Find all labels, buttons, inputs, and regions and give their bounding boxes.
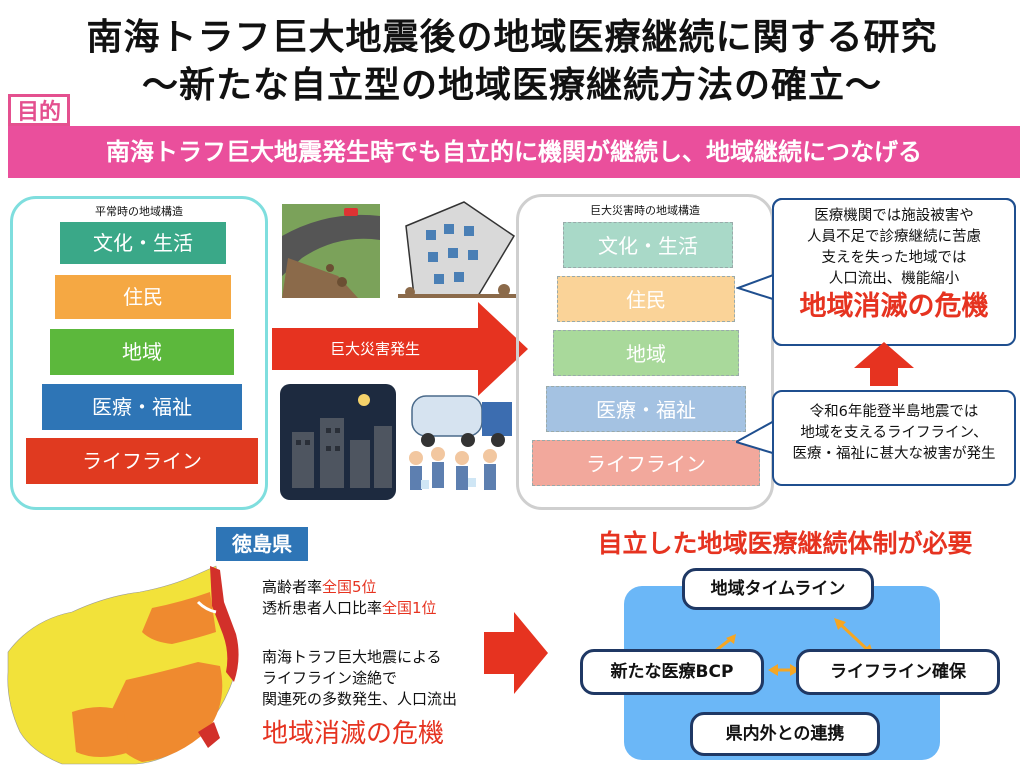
disaster-layer-medical: 医療・福祉 xyxy=(546,386,746,432)
node-cooperation: 県内外との連携 xyxy=(690,712,880,756)
elderly-rate-line: 高齢者率全国5位 xyxy=(262,577,492,598)
disaster-arrow-label: 巨大災害発生 xyxy=(329,340,420,358)
landslide-road-illustration xyxy=(282,204,380,298)
callout-top-line-1: 医療機関では施設被害や xyxy=(814,208,974,224)
disaster-layer-region: 地域 xyxy=(553,330,739,376)
purpose-banner: 南海トラフ巨大地震発生時でも自立的に機関が継続し、地域継続につなげる xyxy=(8,126,1020,178)
prefecture-stats: 高齢者率全国5位 透析患者人口比率全国1位 xyxy=(262,577,492,619)
elderly-rate-rank: 全国5位 xyxy=(322,578,377,596)
normal-layer-residents: 住民 xyxy=(55,275,231,319)
main-title: 南海トラフ巨大地震後の地域医療継続に関する研究 xyxy=(86,17,938,58)
callout-noto-earthquake: 令和6年能登半島地震では 地域を支えるライフライン、 医療・福祉に甚大な被害が発… xyxy=(772,390,1016,486)
node-medical-bcp: 新たな医療BCP xyxy=(580,649,764,695)
disaster-structure-panel xyxy=(516,194,774,510)
dialysis-rate-prefix: 透析患者人口比率 xyxy=(262,599,383,617)
normal-structure-label: 平常時の地域構造 xyxy=(95,205,183,218)
normal-layer-medical: 医療・福祉 xyxy=(42,384,242,430)
impact-line-3: 関連死の多数発生、人口流出 xyxy=(262,690,458,708)
result-arrow xyxy=(484,612,548,694)
callout-top-line-3: 支えを失った地域では xyxy=(821,250,967,266)
impact-line-2: ライフライン途絶で xyxy=(262,669,398,687)
callout-top-emphasis: 地域消滅の危機 xyxy=(799,291,989,322)
normal-layer-region: 地域 xyxy=(50,329,234,375)
impact-line-1: 南海トラフ巨大地震による xyxy=(262,648,442,666)
callout-top-line-4: 人口流出、機能縮小 xyxy=(828,271,960,287)
normal-layer-culture: 文化・生活 xyxy=(60,222,226,264)
up-arrow xyxy=(854,342,914,386)
prefecture-label: 徳島県 xyxy=(216,527,308,561)
disaster-structure-label: 巨大災害時の地域構造 xyxy=(590,204,700,217)
callout-bottom-line-1: 令和6年能登半島地震では xyxy=(809,404,979,420)
disaster-layer-residents: 住民 xyxy=(557,276,735,322)
callout-top-line-2: 人員不足で診療継続に苦慮 xyxy=(807,229,981,245)
callout-bottom-line-3: 医療・福祉に甚大な被害が発生 xyxy=(792,446,996,462)
dialysis-rate-line: 透析患者人口比率全国1位 xyxy=(262,598,492,619)
impact-emphasis: 地域消滅の危機 xyxy=(262,719,445,749)
nankai-impact: 南海トラフ巨大地震による ライフライン途絶で 関連死の多数発生、人口流出 xyxy=(262,647,502,710)
blackout-town-illustration xyxy=(280,384,396,500)
dialysis-rate-rank: 全国1位 xyxy=(382,599,437,617)
water-supply-illustration xyxy=(409,395,512,490)
collapsed-building-illustration xyxy=(398,201,518,298)
need-heading: 自立した地域医療継続体制が必要 xyxy=(597,529,973,558)
subtitle: 〜新たな自立型の地域医療継続方法の確立〜 xyxy=(141,65,882,106)
normal-layer-lifeline: ライフライン xyxy=(26,438,258,484)
disaster-illustrations xyxy=(280,201,518,500)
normal-structure-panel xyxy=(10,196,268,510)
callout-bottom-line-2: 地域を支えるライフライン、 xyxy=(800,425,988,441)
disaster-layer-lifeline: ライフライン xyxy=(532,440,760,486)
elderly-rate-prefix: 高齢者率 xyxy=(262,578,323,596)
node-regional-timeline: 地域タイムライン xyxy=(682,568,874,610)
disaster-layer-culture: 文化・生活 xyxy=(563,222,733,268)
purpose-tag: 目的 xyxy=(8,94,70,126)
node-lifeline-secure: ライフライン確保 xyxy=(796,649,1000,695)
disaster-arrow xyxy=(272,302,528,396)
tokushima-hazard-map xyxy=(7,565,239,765)
